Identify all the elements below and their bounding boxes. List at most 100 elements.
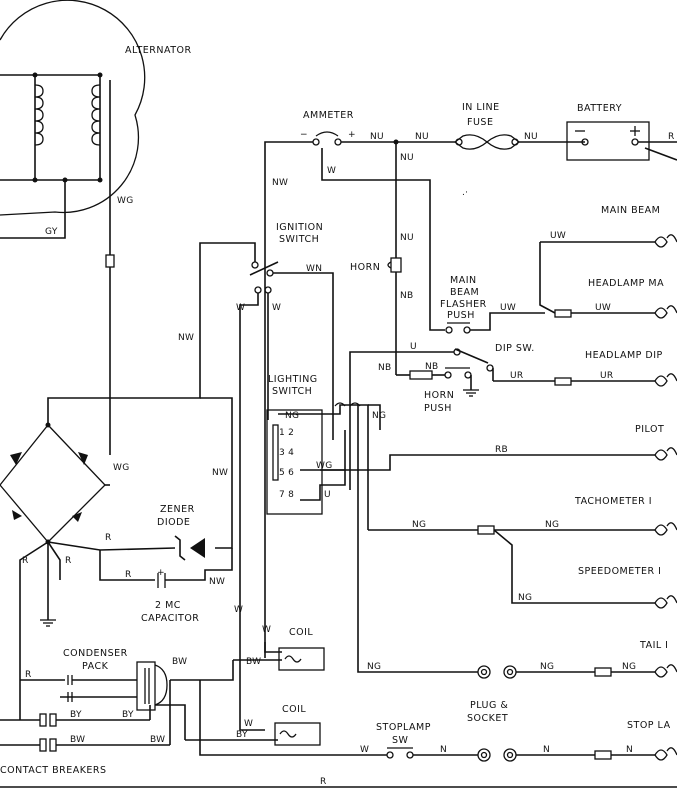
svg-text:R: R: [22, 556, 29, 566]
horn-push: NB NB HORN PUSH: [378, 362, 479, 414]
svg-text:NG: NG: [412, 520, 426, 530]
svg-text:COIL: COIL: [282, 704, 306, 715]
svg-text:SPEEDOMETER I: SPEEDOMETER I: [578, 566, 661, 577]
bridge-rectifier: [0, 422, 106, 545]
coil-2: COIL: [274, 704, 321, 746]
svg-text:CAPACITOR: CAPACITOR: [141, 613, 199, 624]
svg-text:PACK: PACK: [82, 661, 109, 672]
ammeter-label: AMMETER: [303, 110, 354, 121]
svg-text:NB: NB: [400, 291, 414, 301]
svg-text:CONTACT BREAKERS: CONTACT BREAKERS: [0, 765, 107, 776]
svg-text:N: N: [543, 745, 550, 755]
ammeter: AMMETER − +: [300, 110, 356, 146]
svg-text:HEADLAMP MA: HEADLAMP MA: [588, 278, 664, 289]
svg-text:PUSH: PUSH: [447, 310, 475, 321]
svg-text:NG: NG: [372, 411, 386, 421]
svg-text:NW: NW: [209, 577, 225, 587]
wire-nw-1: NW: [272, 178, 288, 188]
svg-text:NW: NW: [212, 468, 228, 478]
svg-text:NG: NG: [285, 411, 299, 421]
svg-text:FUSE: FUSE: [467, 117, 493, 128]
main-beam-bulb: [654, 234, 677, 248]
svg-text:5 6: 5 6: [279, 468, 294, 478]
svg-text:BW: BW: [70, 735, 85, 745]
svg-text:WG: WG: [316, 461, 332, 471]
svg-text:N: N: [440, 745, 447, 755]
stop-lamp-switch: STOPLAMP SW: [376, 722, 431, 759]
alternator-label: ALTERNATOR: [125, 45, 192, 56]
svg-text:W: W: [234, 605, 243, 615]
svg-text:2 MC: 2 MC: [155, 600, 181, 611]
svg-text:WN: WN: [306, 264, 322, 274]
svg-text:UW: UW: [595, 303, 611, 313]
svg-text:NW: NW: [178, 333, 194, 343]
svg-text:3 4: 3 4: [279, 448, 294, 458]
inline-fuse: IN LINE FUSE: [454, 102, 520, 150]
svg-text:STOPLAMP: STOPLAMP: [376, 722, 431, 733]
svg-text:NG: NG: [622, 662, 636, 672]
zener-diode: ZENER DIODE: [157, 504, 205, 561]
svg-text:+: +: [348, 130, 356, 140]
wire-gy: GY: [45, 227, 58, 237]
svg-text:SOCKET: SOCKET: [467, 713, 508, 724]
svg-text:1 2: 1 2: [279, 428, 294, 438]
svg-text:W: W: [236, 303, 245, 313]
svg-text:R: R: [25, 670, 32, 680]
svg-text:SWITCH: SWITCH: [279, 234, 319, 245]
svg-text:BY: BY: [122, 710, 134, 720]
svg-text:W: W: [272, 303, 281, 313]
svg-text:STOP LA: STOP LA: [627, 720, 671, 731]
svg-text:ZENER: ZENER: [160, 504, 195, 515]
contact-breakers: BY BY BW BW CONTACT BREAKERS: [0, 680, 171, 776]
svg-text:R: R: [668, 132, 675, 142]
svg-text:FLASHER: FLASHER: [440, 299, 487, 310]
svg-text:R: R: [105, 533, 112, 543]
svg-text:PUSH: PUSH: [424, 403, 452, 414]
svg-text:DIODE: DIODE: [157, 517, 190, 528]
svg-text:HEADLAMP DIP: HEADLAMP DIP: [585, 350, 663, 361]
svg-text:IGNITION: IGNITION: [276, 222, 323, 233]
ammeter-needle: [315, 131, 339, 137]
svg-text:7 8: 7 8: [279, 490, 294, 500]
dip-switch: DIP SW.: [453, 343, 534, 372]
wire-wg-alt: WG: [117, 196, 133, 206]
svg-text:R: R: [320, 777, 327, 787]
svg-text:N: N: [626, 745, 633, 755]
alternator-coil-1: [34, 84, 44, 146]
svg-text:NG: NG: [545, 520, 559, 530]
svg-text:W: W: [244, 719, 253, 729]
svg-text:U: U: [410, 342, 417, 352]
svg-text:TAIL I: TAIL I: [639, 640, 668, 651]
svg-text:NU: NU: [524, 132, 538, 142]
svg-text:NB: NB: [378, 363, 392, 373]
svg-text:W: W: [327, 166, 336, 176]
svg-text:PLUG &: PLUG &: [470, 700, 508, 711]
pilot-label: PILOT: [635, 424, 664, 435]
ignition-switch: IGNITION SWITCH: [249, 222, 323, 294]
alternator: ALTERNATOR: [0, 0, 192, 216]
horn: HORN: [350, 257, 402, 273]
svg-text:MAIN: MAIN: [450, 275, 477, 286]
svg-text:SW: SW: [392, 735, 409, 746]
svg-text:NU: NU: [400, 233, 414, 243]
svg-text:NG: NG: [367, 662, 381, 672]
svg-text:U: U: [324, 490, 331, 500]
svg-text:IN LINE: IN LINE: [462, 102, 500, 113]
svg-text:+: +: [157, 568, 165, 578]
svg-text:NB: NB: [425, 362, 439, 372]
svg-text:NG: NG: [540, 662, 554, 672]
svg-text:BW: BW: [150, 735, 165, 745]
svg-text:CONDENSER: CONDENSER: [63, 648, 128, 659]
svg-text:BY: BY: [236, 730, 248, 740]
battery: BATTERY: [566, 103, 650, 161]
svg-text:UW: UW: [550, 231, 566, 241]
svg-text:BW: BW: [246, 657, 261, 667]
svg-text:SWITCH: SWITCH: [272, 386, 312, 397]
svg-text:BEAM: BEAM: [450, 287, 479, 298]
svg-text:.·: .·: [462, 188, 468, 198]
lighting-switch-box: [266, 409, 323, 515]
svg-text:R: R: [65, 556, 72, 566]
svg-text:TACHOMETER I: TACHOMETER I: [574, 496, 652, 507]
svg-text:BY: BY: [70, 710, 82, 720]
